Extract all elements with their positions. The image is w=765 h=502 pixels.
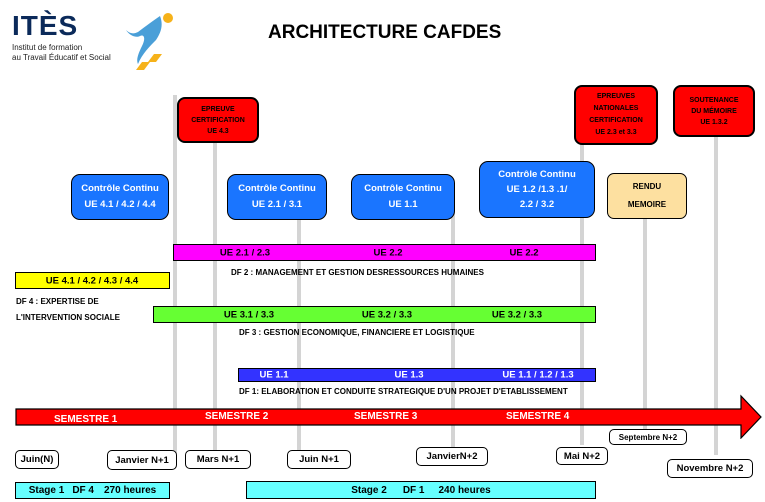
logo-line1: Institut de formation xyxy=(12,43,83,52)
timeline-gridline xyxy=(213,120,217,456)
timeline-gridline xyxy=(173,95,177,457)
df2-caption: DF 2 : MANAGEMENT ET GESTION DESRESSOURC… xyxy=(231,268,484,277)
df1-bar-label: UE 1.3 xyxy=(394,369,424,381)
df1-bar-label: UE 1.1 / 1.2 / 1.3 xyxy=(502,369,574,381)
logo-name: ITÈS xyxy=(12,10,79,41)
df3-bar: UE 3.1 / 3.3 UE 3.2 / 3.3 UE 3.2 / 3.3 xyxy=(153,306,596,323)
df4-caption: DF 4 : EXPERTISE DE xyxy=(16,297,99,306)
date-box: Novembre N+2 xyxy=(667,459,753,478)
controle-continu-box: Contrôle Continu UE 1.1 xyxy=(351,174,455,220)
df4-caption: L'INTERVENTION SOCIALE xyxy=(16,313,120,322)
epreuve-certification-box: EPREUVE CERTIFICATION UE 4.3 xyxy=(177,97,259,143)
df1-bar-label: UE 1.1 xyxy=(259,369,289,381)
date-box: Septembre N+2 xyxy=(609,429,687,445)
timeline-gridline xyxy=(714,130,718,455)
timeline-arrow xyxy=(15,394,762,439)
page-title: ARCHITECTURE CAFDES xyxy=(268,22,502,43)
date-box: Janvier N+1 xyxy=(107,450,177,470)
controle-continu-box: Contrôle Continu UE 1.2 /1.3 .1/ 2.2 / 3… xyxy=(479,161,595,218)
date-box: Juin(N) xyxy=(15,450,59,469)
semester-label: SEMESTRE 4 xyxy=(506,411,570,422)
df4-bar: UE 4.1 / 4.2 / 4.3 / 4.4 xyxy=(15,272,170,289)
date-box: Mai N+2 xyxy=(556,447,608,465)
date-box: JanvierN+2 xyxy=(416,447,488,466)
semester-label: SEMESTRE 1 xyxy=(54,414,118,425)
logo-line2: au Travail Éducatif et Social xyxy=(12,53,111,62)
df3-bar-label: UE 3.2 / 3.3 xyxy=(361,309,413,320)
timeline-gridline xyxy=(297,200,301,453)
timeline-gridline xyxy=(451,200,455,447)
date-box: Mars N+1 xyxy=(185,450,251,469)
timeline-gridline xyxy=(643,210,647,430)
df2-bar-label: UE 2.2 xyxy=(373,247,403,258)
df3-caption: DF 3 : GESTION ECONOMIQUE, FINANCIERE ET… xyxy=(239,328,475,337)
df2-bar-label: UE 2.2 xyxy=(509,247,539,258)
semester-label: SEMESTRE 3 xyxy=(354,411,418,422)
df4-bar-label: UE 4.1 / 4.2 / 4.3 / 4.4 xyxy=(45,275,139,286)
logo: ITÈS Institut de formation au Travail Éd… xyxy=(12,10,173,80)
semester-label: SEMESTRE 2 xyxy=(205,411,269,422)
timeline-gridline xyxy=(580,140,584,445)
logo-figure-icon xyxy=(126,13,173,70)
df3-bar-label: UE 3.2 / 3.3 xyxy=(491,309,543,320)
stage-box: Stage 1 DF 4 270 heures xyxy=(15,482,170,499)
df2-bar: UE 2.1 / 2.3 UE 2.2 UE 2.2 xyxy=(173,244,596,261)
epreuves-nationales-box: EPREUVES NATIONALES CERTIFICATION UE 2.3… xyxy=(574,85,658,145)
controle-continu-box: Contrôle Continu UE 2.1 / 3.1 xyxy=(227,174,327,220)
soutenance-memoire-box: SOUTENANCE DU MÉMOIRE UE 1.3.2 xyxy=(673,85,755,137)
controle-continu-box: Contrôle Continu UE 4.1 / 4.2 / 4.4 xyxy=(71,174,169,220)
df1-bar: UE 1.1 UE 1.3 UE 1.1 / 1.2 / 1.3 xyxy=(238,368,596,382)
rendu-memoire-box: RENDU MEMOIRE xyxy=(607,173,687,219)
df2-bar-label: UE 2.1 / 2.3 xyxy=(219,247,271,258)
df3-bar-label: UE 3.1 / 3.3 xyxy=(223,309,275,320)
date-box: Juin N+1 xyxy=(287,450,351,469)
stage-box: Stage 2 DF 1 240 heures xyxy=(246,481,596,499)
df1-caption: DF 1: ELABORATION ET CONDUITE STRATEGIQU… xyxy=(239,387,568,396)
